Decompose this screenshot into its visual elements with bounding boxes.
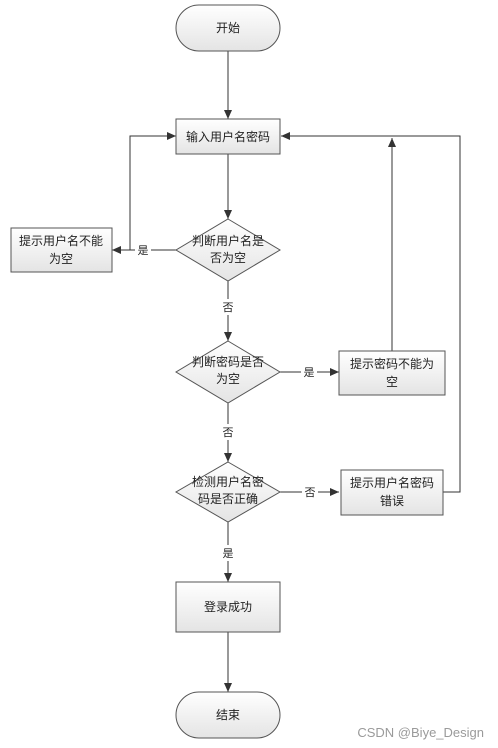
node-prompt-user-line1: 提示用户名不能	[19, 233, 103, 248]
node-prompt-pwd-empty: 提示密码不能为 空	[338, 350, 446, 396]
edge-label-yes-user: 是	[138, 244, 149, 257]
edge-label-yes-pwd: 是	[304, 366, 315, 379]
edge-label-no-user: 否	[223, 301, 234, 314]
decision-check-correct-line2: 码是否正确	[198, 492, 258, 506]
node-prompt-pwd-line2: 空	[386, 375, 398, 389]
node-prompt-user-line2: 为空	[49, 252, 73, 266]
node-prompt-error-line2: 错误	[380, 494, 404, 508]
node-login-success-label: 登录成功	[204, 599, 252, 614]
edge-label-no-pwd: 否	[223, 426, 234, 439]
decision-check-correct-line1: 检测用户名密	[192, 474, 264, 489]
node-start: 开始	[175, 4, 281, 52]
decision-check-pwd-empty: 判断密码是否 为空	[175, 340, 281, 404]
node-end-label: 结束	[216, 708, 240, 722]
decision-check-user-empty: 判断用户名是 否为空	[175, 218, 281, 282]
decision-check-pwd-line2: 为空	[216, 372, 240, 386]
edge-label-no-correct: 否	[305, 486, 316, 499]
node-end: 结束	[175, 691, 281, 739]
node-input: 输入用户名密码	[175, 118, 281, 155]
node-prompt-pwd-line1: 提示密码不能为	[350, 356, 434, 371]
edge-label-yes-correct: 是	[223, 547, 234, 560]
watermark: CSDN @Biye_Design	[357, 725, 484, 740]
edge-error-back-to-input	[281, 132, 461, 493]
decision-check-user-line1: 判断用户名是	[192, 233, 264, 248]
edge-labels: 是 否 是 否 否 是	[135, 242, 318, 561]
decision-check-user-line2: 否为空	[210, 251, 246, 265]
edge-prompt-user-back-to-input	[129, 132, 176, 250]
node-start-label: 开始	[216, 21, 240, 35]
decision-check-pwd-line1: 判断密码是否	[192, 354, 264, 369]
node-prompt-error: 提示用户名密码 错误	[340, 469, 444, 516]
node-login-success: 登录成功	[175, 581, 281, 633]
decision-check-correct: 检测用户名密 码是否正确	[174, 461, 282, 523]
node-prompt-error-line1: 提示用户名密码	[350, 475, 434, 490]
node-prompt-user-empty: 提示用户名不能 为空	[10, 227, 113, 273]
node-input-label: 输入用户名密码	[186, 129, 270, 144]
